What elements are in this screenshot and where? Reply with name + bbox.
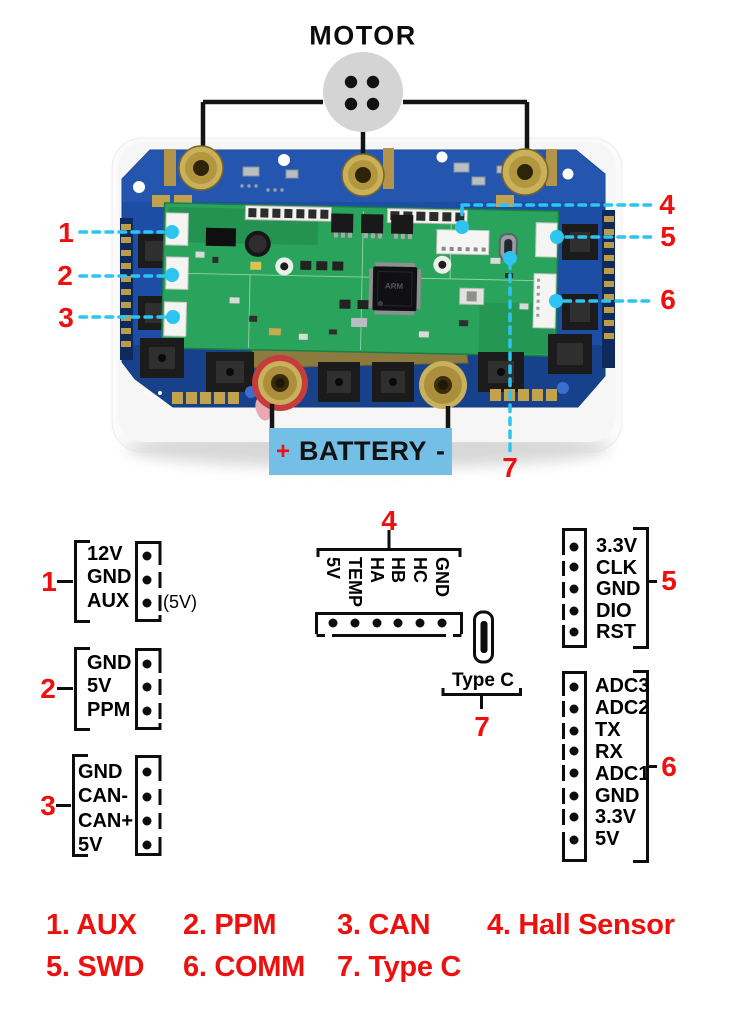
pin-label: HC (410, 557, 430, 583)
pin-label: HA (367, 557, 387, 583)
pin-label: TX (595, 718, 621, 741)
right-connectors (532, 222, 558, 329)
pin-label: PPM (87, 698, 131, 721)
pin-label: 5V (595, 828, 620, 851)
callout-2: 2 (57, 260, 73, 291)
can-pin-labels: GND CAN- CAN+ 5V (78, 760, 133, 857)
legend-item-ppm: 2. PPM (183, 909, 277, 941)
soic-chip (205, 227, 237, 247)
legend-item-can: 3. CAN (337, 909, 431, 941)
legend-item-comm: 6. COMM (183, 951, 305, 983)
bottom-mosfets (140, 334, 592, 402)
legend-item-hall: 4. Hall Sensor (487, 909, 675, 941)
mcu-marking: ARM (385, 282, 404, 291)
legend-item-typec: 7. Type C (337, 951, 462, 983)
aux-pin-labels: 12V GND AUX (87, 543, 131, 613)
pin-label: GND (595, 784, 640, 807)
callout-4: 4 (659, 189, 675, 220)
pin-label: HB (388, 557, 408, 583)
aux-5v-note: (5V) (163, 592, 198, 612)
tantalum-cap (250, 261, 262, 270)
callout-lines (78, 203, 653, 453)
pin-label: 3.3V (596, 535, 638, 557)
pin-label: CAN- (78, 785, 128, 808)
pin-label: RST (596, 621, 636, 643)
pin-label: CAN+ (78, 809, 134, 832)
type-c-icon (473, 610, 494, 664)
pin-label: DIO (596, 599, 632, 622)
callout-6: 6 (660, 284, 676, 315)
callout-7: 7 (502, 452, 518, 483)
battery-terminal-positive (252, 355, 308, 421)
pin-label: 12V (87, 543, 123, 565)
pinout-number-can: 3 (40, 790, 56, 821)
mcu-chip: ARM (368, 262, 422, 316)
callout-1: 1 (58, 217, 74, 248)
pin-label: GND (87, 566, 132, 589)
pinout-number-aux: 1 (41, 566, 57, 597)
battery-terminal-negative (419, 361, 467, 409)
pin-label: AUX (87, 589, 130, 612)
control-board: ARM (160, 202, 560, 357)
pin-label: 5V (87, 675, 112, 698)
battery-wires (269, 404, 451, 428)
pin-dots (142, 542, 579, 850)
callout-dots (165, 220, 564, 324)
side-mosfets (138, 224, 598, 330)
mounting-holes (275, 255, 452, 276)
pinout-number-hall: 4 (381, 505, 397, 536)
type-c-label: Type C (452, 670, 514, 691)
pinout-number-typec: 7 (474, 711, 490, 742)
bottom-board-details (140, 334, 592, 421)
comm-pin-labels: ADC3 ADC2 TX RX ADC1 GND 3.3V 5V (595, 675, 650, 851)
callout-3: 3 (58, 302, 74, 333)
callout-5: 5 (660, 221, 676, 252)
swd-pin-labels: 3.3V CLK GND DIO RST (596, 535, 641, 644)
pin-label: 3.3V (595, 806, 637, 829)
voltage-regulators (330, 213, 414, 240)
pin-label: CLK (596, 556, 638, 579)
ppm-pin-labels: GND 5V PPM (87, 652, 131, 722)
pin-label: GND (78, 761, 123, 783)
pin-label: 5V (78, 833, 103, 856)
motor-connector-icon (323, 52, 403, 132)
legend-item-aux: 1. AUX (46, 909, 137, 941)
pin-label: RX (595, 740, 623, 763)
pin-label: GND (596, 578, 641, 600)
battery-label-box: + BATTERY - (269, 428, 452, 475)
legend-item-swd: 5. SWD (46, 951, 145, 983)
pinout-number-swd: 5 (661, 565, 677, 596)
battery-label: BATTERY (299, 436, 427, 466)
pin-label: 5V (323, 557, 343, 580)
pin-label: ADC2 (595, 696, 650, 719)
pin-label: GND (432, 557, 452, 597)
pinout-number-ppm: 2 (40, 673, 56, 704)
pin-label: ADC1 (595, 762, 650, 785)
pin-label: TEMP (345, 557, 365, 608)
sot-transistors (300, 260, 369, 310)
pin-label: ADC3 (595, 675, 650, 697)
battery-plus: + (275, 437, 290, 465)
pinout-linework (56, 527, 657, 863)
motor-label: MOTOR (309, 20, 417, 51)
battery-minus: - (436, 436, 445, 466)
dip-switch (459, 287, 485, 306)
pinout-number-comm: 6 (661, 751, 677, 782)
motor-terminals (178, 145, 549, 197)
pin-label: GND (87, 652, 132, 674)
resistor-arrays (244, 205, 468, 225)
